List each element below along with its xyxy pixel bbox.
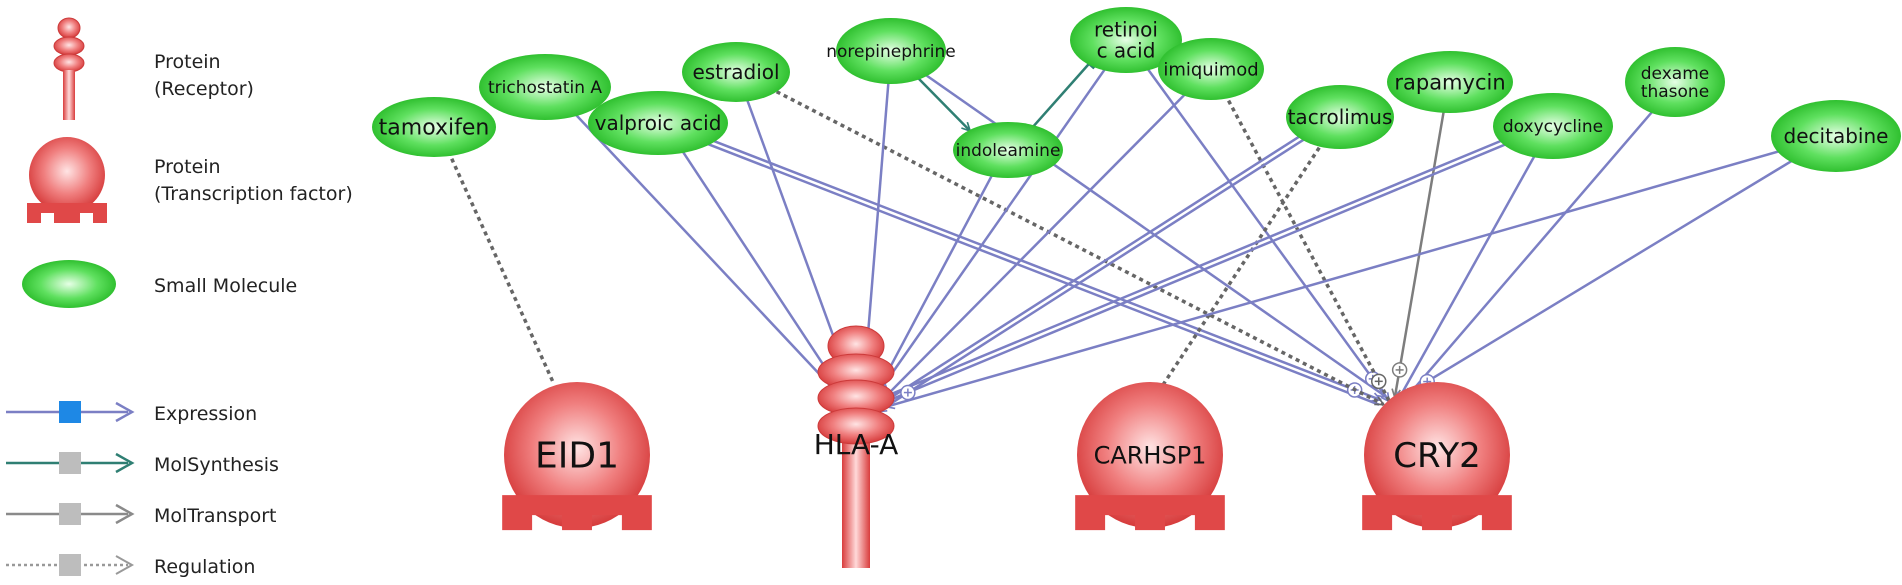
protein-eid1[interactable]: EID1 [502, 382, 652, 531]
legend-small-molecule-icon [22, 260, 116, 308]
molecule-estradiol[interactable]: estradiol [682, 42, 790, 102]
molecule-trichostatin[interactable]: trichostatin A [479, 54, 611, 120]
edge-imiquimod-to-hla-a [874, 87, 1192, 408]
legend-tf-line1: Protein [154, 156, 221, 178]
molecule-tamoxifen[interactable]: tamoxifen [372, 97, 496, 157]
edge-retinoic-to-cry2 [1143, 63, 1389, 401]
edge-tacrolimus-to-carhsp1 [1155, 140, 1326, 395]
edge-tacrolimus-to-hla-a [878, 131, 1316, 413]
molecule-label: trichostatin A [488, 78, 602, 98]
plus-mark-icon [1371, 373, 1387, 390]
edge-decitabine-to-cry2 [1403, 151, 1807, 398]
legend-molsynthesis-label: MolSynthesis [154, 454, 279, 476]
legend-receptor-line2: (Receptor) [154, 78, 254, 100]
molecule-label: thasone [1641, 82, 1709, 102]
molecule-label: estradiol [692, 60, 779, 84]
edge-parallel-doxycycline-to-hla-a [879, 131, 1522, 400]
edge-indoleamine-to-retinoic [1027, 57, 1096, 133]
molecule-label: doxycycline [1503, 117, 1603, 137]
edge-valproic-to-cry2 [693, 132, 1381, 400]
legend-moltransport-line [6, 503, 135, 525]
legend-receptor-line1: Protein [154, 51, 221, 73]
legend-expression-line [6, 401, 135, 423]
legend-tf-icon [27, 137, 107, 223]
edge-doxycycline-to-cry2 [1396, 151, 1538, 401]
molecule-label: imiquimod [1163, 59, 1258, 80]
protein-label: HLA-A [814, 428, 898, 461]
legend-receptor-icon [53, 17, 85, 120]
molecule-label: indoleamine [956, 141, 1061, 161]
molecule-label: norepinephrine [826, 42, 956, 62]
protein-carhsp1[interactable]: CARHSP1 [1075, 382, 1225, 531]
protein-label: EID1 [535, 436, 619, 477]
molecule-label: dexame [1641, 64, 1709, 84]
molecule-rapamycin[interactable]: rapamycin [1387, 51, 1513, 113]
plus-mark-icon [900, 384, 916, 401]
edge-decitabine-to-hla-a [886, 143, 1802, 407]
molecule-tacrolimus[interactable]: tacrolimus [1286, 85, 1394, 149]
edge-doxycycline-to-hla-a [882, 136, 1523, 403]
molecule-label: tamoxifen [379, 116, 490, 141]
edge-parallel-valproic-to-cry2 [691, 136, 1380, 406]
legend-tf-line2: (Transcription factor) [154, 183, 353, 205]
proteins-layer: EID1 HLA-A CARHSP1 CRY2 [502, 325, 1512, 568]
legend-regulation-label: Regulation [154, 556, 255, 578]
molecule-doxycycline[interactable]: doxycycline [1493, 93, 1613, 159]
molecule-decitabine[interactable]: decitabine [1771, 100, 1901, 172]
molecule-norepinephrine[interactable]: norepinephrine [826, 18, 956, 84]
protein-hla-a[interactable]: HLA-A [814, 325, 898, 568]
molecule-label: c acid [1097, 39, 1156, 63]
molecule-label: valproic acid [595, 111, 722, 135]
edge-dexamethasone-to-cry2 [1400, 105, 1659, 405]
edge-trichostatin-to-hla-a [569, 107, 857, 413]
legend-small-molecule-label: Small Molecule [154, 275, 297, 297]
molecule-label: tacrolimus [1288, 105, 1393, 129]
molecule-indoleamine[interactable]: indoleamine [953, 122, 1063, 178]
molecule-label: decitabine [1784, 124, 1889, 148]
molecule-valproic[interactable]: valproic acid [588, 91, 728, 155]
molecule-imiquimod[interactable]: imiquimod [1158, 38, 1264, 100]
legend-moltransport-label: MolTransport [154, 505, 276, 527]
legend: Protein (Receptor) Protein (Transcriptio… [6, 17, 353, 578]
protein-cry2[interactable]: CRY2 [1362, 382, 1512, 531]
legend-molsynthesis-line [6, 452, 135, 474]
protein-label: CRY2 [1393, 436, 1481, 476]
molecule-label: retinoi [1094, 18, 1158, 42]
protein-label: CARHSP1 [1094, 441, 1207, 469]
edge-parallel-tacrolimus-to-hla-a [874, 127, 1313, 409]
plus-mark-icon [1391, 362, 1408, 378]
edge-tamoxifen-to-eid1 [446, 150, 555, 383]
legend-regulation-line [6, 554, 135, 576]
legend-expression-label: Expression [154, 403, 257, 425]
edge-imiquimod-to-cry2 [1223, 92, 1394, 407]
molecule-label: rapamycin [1394, 70, 1505, 94]
molecules-layer: tamoxifen trichostatin A valproic acid estr… [372, 7, 1901, 178]
edge-retinoic-to-hla-a [870, 63, 1110, 404]
edge-norepinephrine-to-indoleamine [911, 71, 970, 131]
